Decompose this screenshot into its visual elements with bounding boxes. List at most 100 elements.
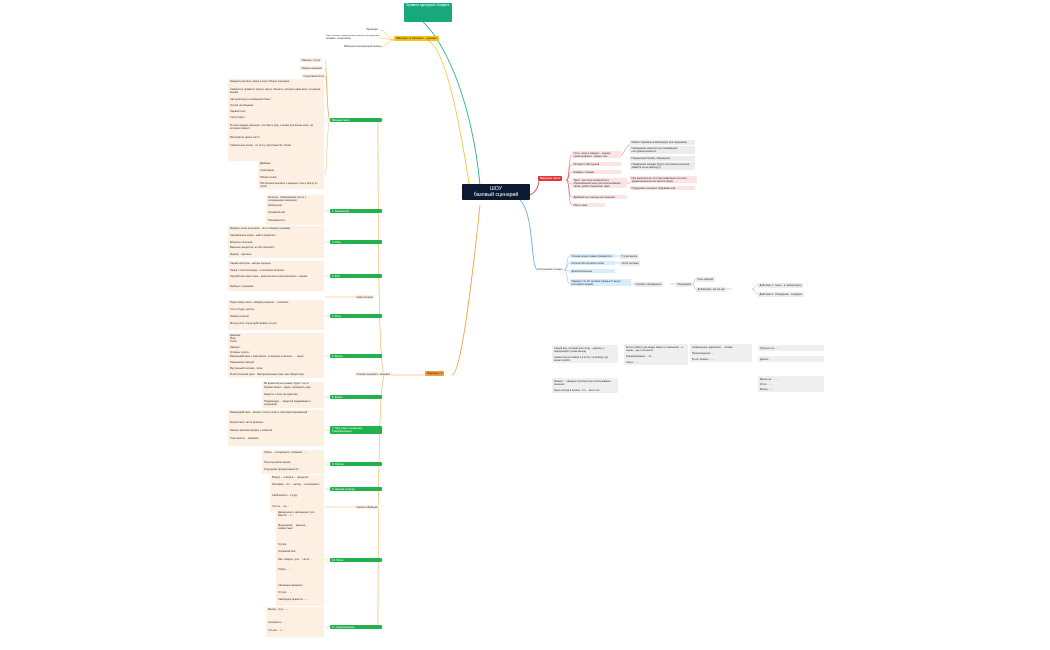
section-4[interactable]: 3. Бой: [330, 274, 382, 278]
block7-item-9[interactable]: В мистическом деле - Эмоциональные игры,…: [230, 373, 305, 376]
block12-item-2[interactable]: Медленный ... меньше ... совместный: [278, 524, 309, 530]
block11-item-3[interactable]: Свободность - к чуду: [272, 494, 298, 497]
block1-item-4[interactable]: Группа на общение: [230, 104, 254, 107]
intro-sub-4[interactable]: Подавление загадки (будто получение реше…: [630, 162, 695, 170]
block7-item-1[interactable]: Двойная: [230, 334, 241, 337]
block8-item-2[interactable]: Руками можно - ждать, проверить ещё: [264, 386, 311, 389]
route2-node[interactable]: Маршрут 2 (Начало - урезан): [394, 36, 439, 42]
block6-item-3[interactable]: Заявка (список): [230, 315, 249, 318]
intro-sub-1[interactable]: Момент времени (комбинация для подсказки…: [630, 140, 695, 145]
block1-item-1[interactable]: Каждый участник, назад в зале общего сце…: [230, 80, 290, 83]
intro-item-4[interactable]: Твист: при этом появляется в обоснованно…: [572, 178, 627, 188]
block11-item-1[interactable]: Вход в ... и вход в ... процесса: [272, 476, 309, 479]
route2-item-2[interactable]: Мистический и мифический рассказ (легенд…: [326, 35, 380, 40]
section-9[interactable]: 7. Прогулка по комнатам - Трансформация: [330, 426, 382, 434]
block7-item-6[interactable]: Взаимодействие с партнёром - в эмоциях в…: [230, 355, 304, 358]
leaf-top-2[interactable]: Модель времени: [300, 66, 324, 70]
intro-item-3[interactable]: Шифры с зонами: [572, 170, 621, 174]
block12-item-5[interactable]: Раз, поворот, для ... части ...: [278, 558, 313, 561]
section-6[interactable]: 4. Роль: [330, 314, 382, 318]
escape-item-4[interactable]: Маршрут по 20 человек (каждые 5 минут - …: [570, 279, 631, 286]
block1-item-3[interactable]: Частный вход в объёмный объект: [230, 98, 271, 101]
note-5[interactable]: Прогресс на ... ...: [758, 345, 824, 352]
route2-item-1[interactable]: Прелюдия: [366, 28, 379, 31]
block3-item-2[interactable]: Небольшие: [268, 204, 282, 207]
block12-item-3[interactable]: Группа: [278, 543, 287, 546]
block5-item-1[interactable]: Характеристика - «вкусы порции»: [230, 262, 271, 265]
note-7[interactable]: Время на ... ... ... Итоги ... ... Выход…: [758, 376, 824, 393]
section-2[interactable]: 1. Знакомство: [330, 209, 382, 213]
section-14[interactable]: 11. Зеркала/время: [330, 625, 382, 629]
block12-item-4[interactable]: Основной мой: [278, 550, 296, 553]
escape-item-1[interactable]: Основа хода в рамке проводится: [570, 254, 615, 258]
note-2[interactable]: Момент ... каждым способом при использов…: [552, 378, 618, 394]
block12-item-9[interactable]: Свободное время по ... ...: [278, 598, 309, 601]
section-1[interactable]: Вводная часть: [330, 118, 382, 122]
block2-item-2[interactable]: Атмосфера: [260, 169, 274, 172]
top-branch-node[interactable]: Правила однорукого бандита: [404, 3, 452, 22]
note-3[interactable]: Если в работе уже видно какие-то изменен…: [624, 344, 688, 366]
block12-item-7[interactable]: Связанные времени: [278, 584, 303, 587]
escape-chain-3[interactable]: Роль эмоций: [696, 277, 715, 282]
block7-item-5[interactable]: Уровень голоса: [230, 351, 249, 354]
block4-item-1[interactable]: Выбрать ключ на колесе - не по общему пр…: [230, 227, 291, 230]
block2-item-4[interactable]: Построение высоких и мощных стен и фигур…: [260, 182, 318, 188]
intro-item-5[interactable]: Двойной путь выхода на поединок: [572, 195, 627, 199]
escape-item-2[interactable]: Количество игроков в зале: [570, 261, 615, 265]
intro-sub-5[interactable]: При выполнении того как правильно и в ит…: [630, 176, 697, 183]
block5-item-2[interactable]: Пачка с текстом вокруг - в описании вопр…: [230, 269, 285, 272]
escape-chain-1[interactable]: Основа у проведения: [634, 282, 663, 287]
escape-chain-4[interactable]: Добавляем: так же как: [696, 287, 727, 292]
escape-item-3[interactable]: Дополнительные: [570, 269, 615, 273]
section-3[interactable]: 2. Игра: [330, 240, 382, 244]
block12-item-8[interactable]: Отпуск ... ...: [278, 591, 293, 594]
block13-item-2[interactable]: Активность ...: [268, 621, 285, 624]
escape-sub-1[interactable]: 5 участников: [620, 254, 639, 259]
block12-item-6[interactable]: Рубеж ... ...: [278, 568, 292, 571]
block1-item-2[interactable]: Совместно провести проект, карта, объект…: [230, 88, 321, 94]
block7-item-4[interactable]: Эмоции: [230, 346, 240, 349]
note-4[interactable]: Совмещение, адаптация ... основа Происхо…: [690, 344, 752, 363]
intro-item-1[interactable]: Гость, вход в комнату - оценка происходя…: [572, 151, 621, 158]
escape-final-2[interactable]: Действие 2 - Поведение - создание: [758, 292, 804, 297]
block1-item-8[interactable]: Восприятие двоих части: [230, 136, 260, 139]
central-topic[interactable]: ШОУ базовый сценарий: [462, 184, 530, 200]
block4-item-5[interactable]: Маркер - цветные: [230, 253, 252, 256]
block7-item-2[interactable]: Роль: [230, 337, 236, 340]
escape-chain-2[interactable]: Поддержка: [676, 282, 693, 287]
block1-item-6[interactable]: Сопутствует: [230, 116, 245, 119]
block1-item-7[interactable]: В итоге каждое решение, составить ряд, к…: [230, 124, 313, 130]
block9-item-1[interactable]: Взаимодействие - заходит после полёта, с…: [230, 411, 308, 414]
block1-item-5[interactable]: Первый этап: [230, 110, 246, 113]
block10-item-1[interactable]: Образ ... исходящего, собрание ... ...: [264, 451, 309, 454]
block11-item-4[interactable]: Что по ... на ...: [272, 505, 290, 508]
block2-item-1[interactable]: Двойные: [260, 162, 271, 165]
note-6[interactable]: Диалог...: [758, 356, 824, 363]
block7-item-8[interactable]: Внутренний человек, голос: [230, 367, 263, 370]
block6-item-2[interactable]: Что-то будет делать: [230, 308, 255, 311]
intro-sub-2[interactable]: Нахождение скрытого на отражающих инстру…: [630, 146, 695, 154]
block2-item-3[interactable]: Общие слова: [260, 176, 277, 179]
section-13[interactable]: 10. Пульс: [330, 558, 382, 562]
block3-item-3[interactable]: Основной шаг: [268, 211, 286, 214]
block4-item-4[interactable]: Внешнее вещество, но без обычного: [230, 246, 275, 249]
section-10[interactable]: 8. Портал: [330, 462, 382, 466]
escape-node[interactable]: Погружение в сюжет: [538, 268, 563, 271]
section-7[interactable]: 5. Волна: [330, 354, 382, 358]
section-8[interactable]: 6. Финал: [330, 395, 382, 399]
block5-item-4[interactable]: Выборы с нужными: [230, 285, 254, 288]
route1-node[interactable]: Маршрут 1: [425, 371, 445, 377]
block13-item-3[interactable]: Что мы ... с ...: [268, 629, 285, 632]
block8-item-1[interactable]: Во время игры в режим, будет что-то: [264, 382, 309, 385]
block7-item-7[interactable]: Повышение эмоций: [230, 361, 255, 364]
block6-item-1[interactable]: Подготовка к игре - каждая решение ... п…: [230, 301, 289, 304]
route2-item-3[interactable]: Бабушка (электронный вызов): [344, 45, 381, 48]
block10-item-2[interactable]: Попытка найти время: [264, 461, 291, 464]
block5-item-3[interactable]: Проработать место вне - диагностика и ин…: [230, 275, 308, 278]
block12-item-1[interactable]: Движущиеся, двигающие пути вместе ... с …: [278, 511, 315, 517]
route1-root[interactable]: Основа сценария - комнаты: [355, 372, 392, 376]
block13-item-1[interactable]: Выход - путь ... ...: [268, 608, 290, 611]
block6-item-4[interactable]: Метод роли. Когда действовать он для: [230, 322, 277, 325]
leaf-top-3[interactable]: Стартовый поток: [302, 74, 326, 78]
